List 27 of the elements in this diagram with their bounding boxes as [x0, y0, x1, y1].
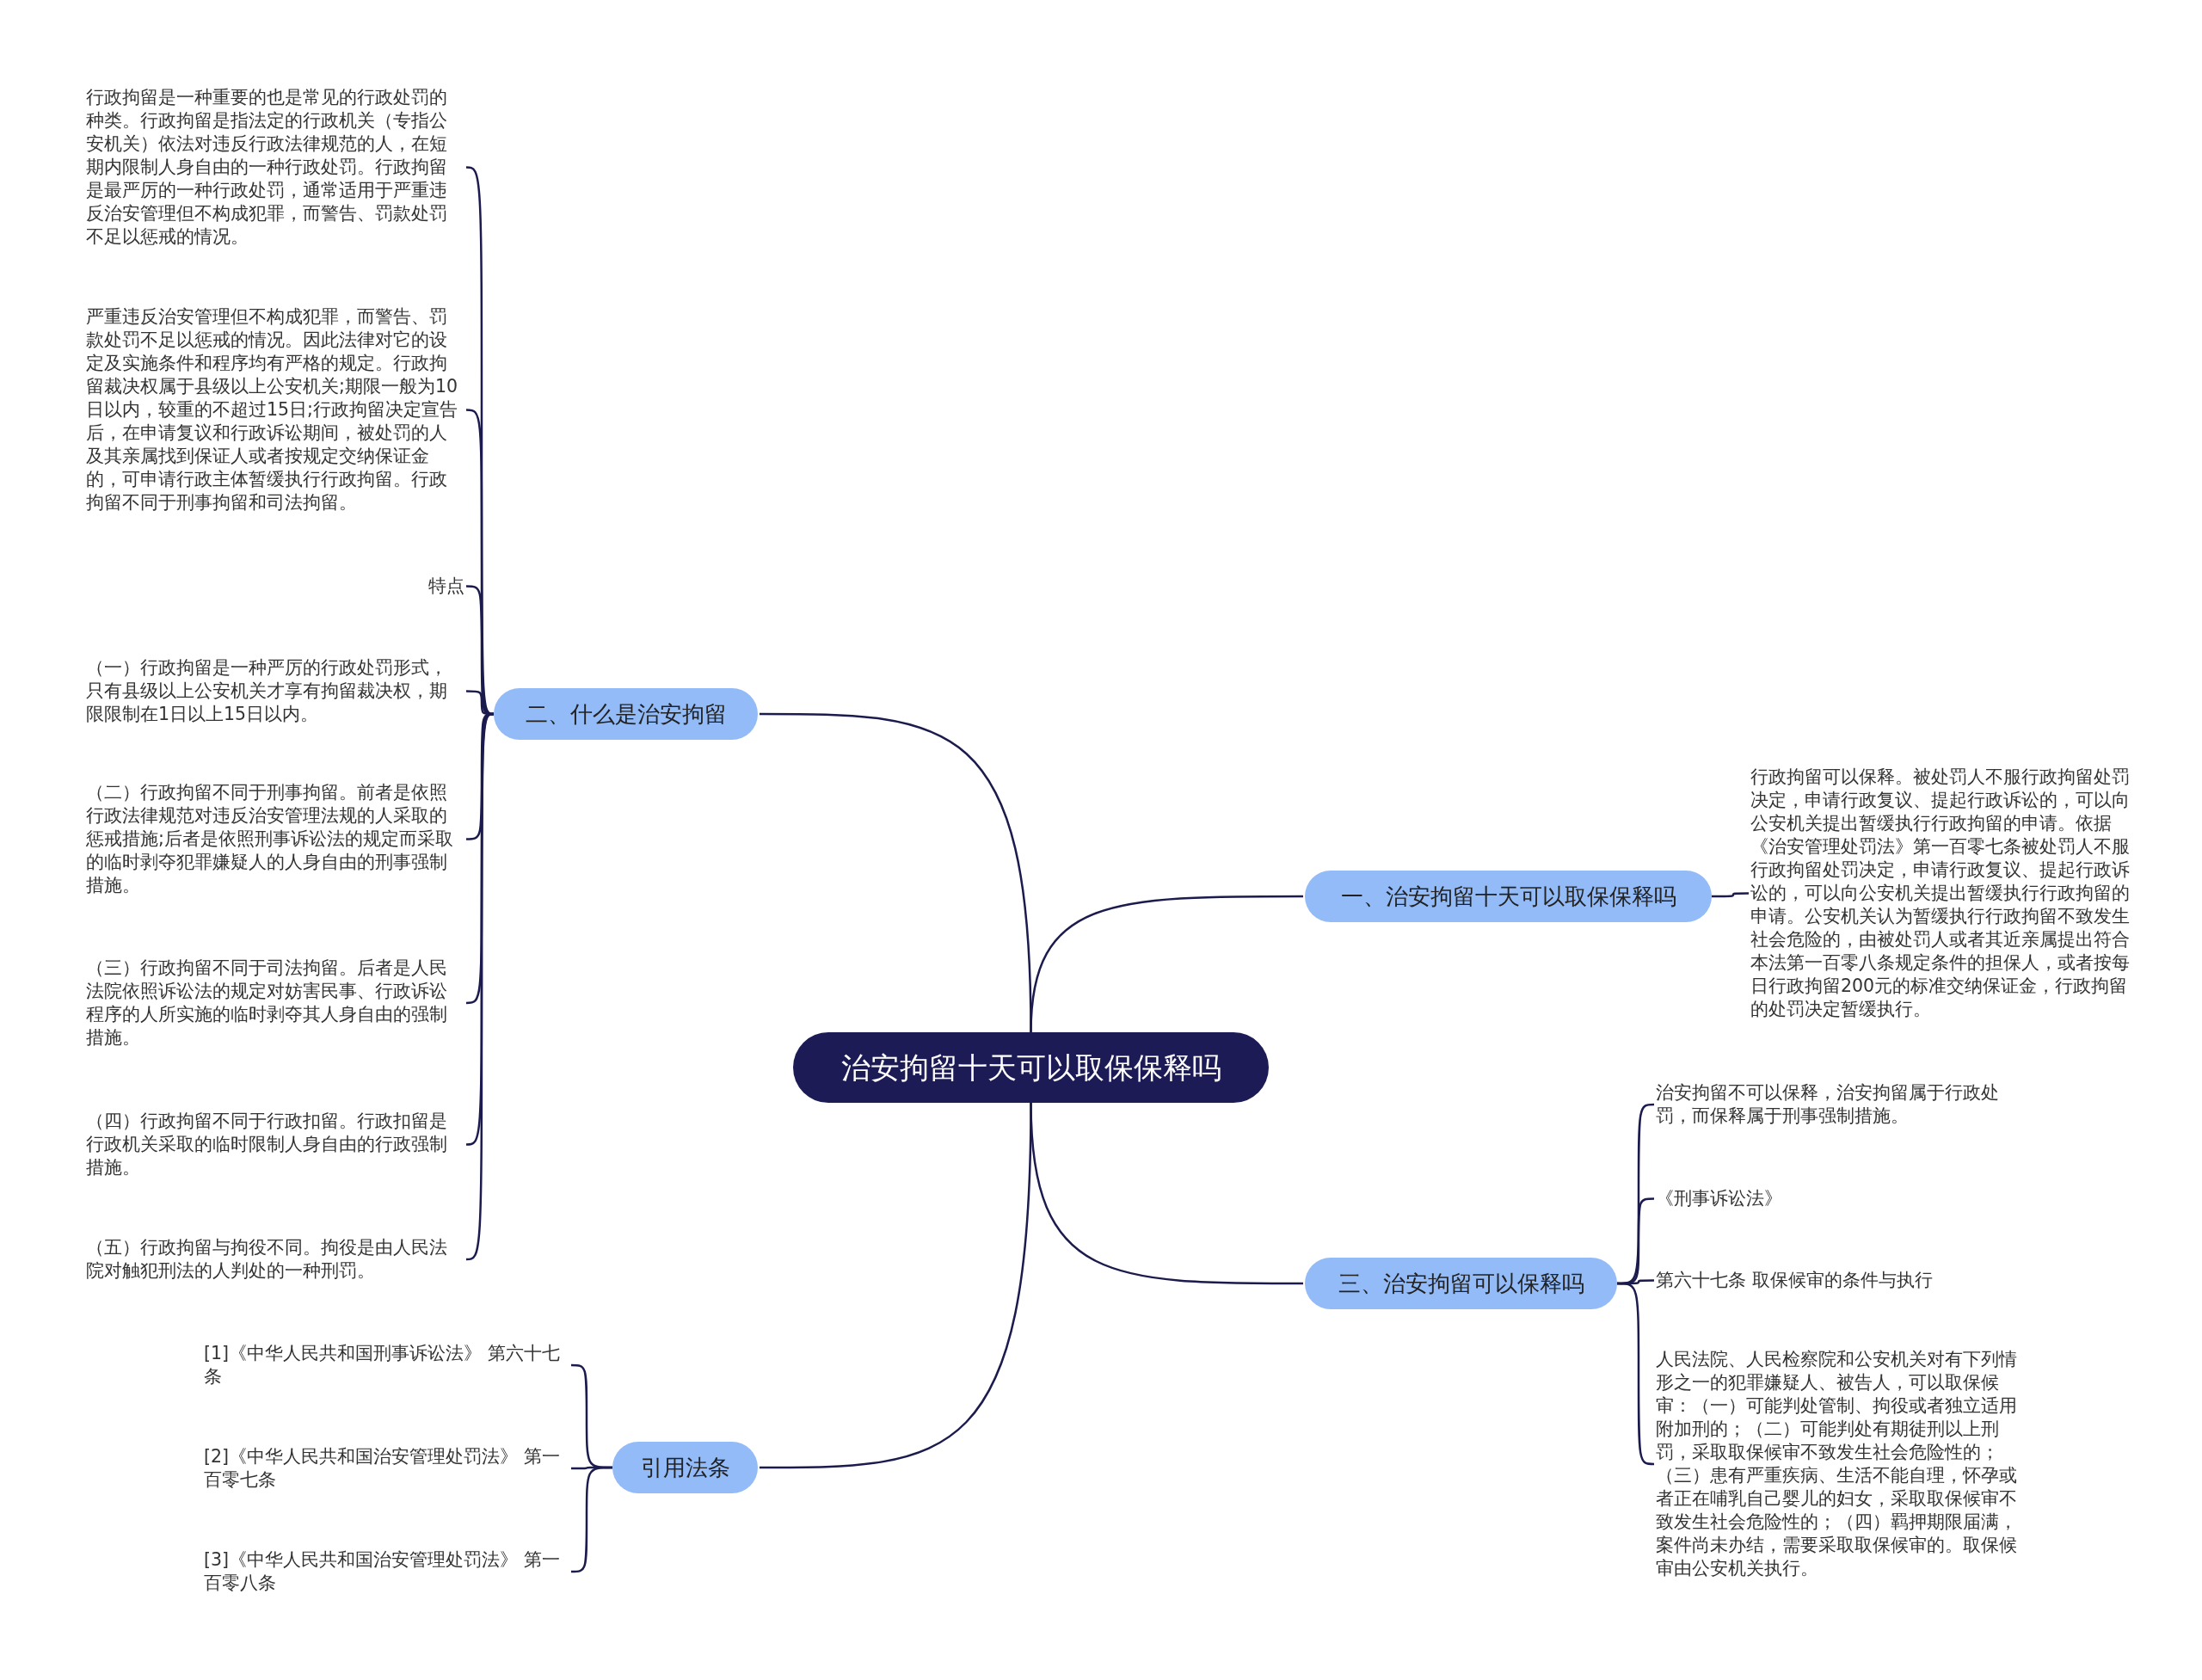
topic-pill: 三、治安拘留可以保释吗 [1305, 1258, 1617, 1309]
topic-pill: 引用法条 [612, 1442, 758, 1493]
subtopic-text: （一）行政拘留是一种严厉的行政处罚形式，只有县级以上公安机关才享有拘留裁决权，期限限制在1日以上15日以内。 [86, 656, 464, 726]
subtopic-text: 严重违反治安管理但不构成犯罪，而警告、罚款处罚不足以惩戒的情况。因此法律对它的设定及实施条件和程序均有严格的规定。行政拘留裁决权属于县级以上公安机关;期限一般为10日以内，较重的不超过15日;行政拘留决定宣告后，在申请复议和行政诉讼期间，被处罚的人及其亲属找到保证人或者按规定交纳保证金的，可申请行政主体暂缓执行行政拘留。行政拘留不同于刑事拘留和司法拘留。 [86, 305, 464, 514]
subtopic-text: 行政拘留是一种重要的也是常见的行政处罚的种类。行政拘留是指法定的行政机关（专指公安机关）依法对违反行政法律规范的人，在短期内限制人身自由的一种行政处罚。行政拘留是最严厉的一种行政处罚，通常适用于严重违反治安管理但不构成犯罪，而警告、罚款处罚不足以惩戒的情况。 [86, 86, 464, 249]
connector-line [760, 1102, 1032, 1469]
connector-line [465, 712, 495, 1261]
central-topic: 治安拘留十天可以取保保释吗 [793, 1032, 1269, 1103]
subtopic-text: 人民法院、人民检察院和公安机关对有下列情形之一的犯罪嫌疑人、被告人，可以取保候审：（一）可能判处管制、拘役或者独立适用附加刑的；（二）可能判处有期徒刑以上刑罚，采取取保候审不致发生社会危险性的；（三）患有严重疾病、生活不能自理，怀孕或者正在哺乳自己婴儿的妇女，采取取保候审不致发生社会危险性的；（四）羁押期限届满，案件尚未办结，需要采取取保候审的。取保候审由公安机关执行。 [1656, 1348, 2034, 1580]
connector-line [760, 712, 1032, 1033]
subtopic-text: 特点 [86, 575, 464, 598]
subtopic-text: [3]《中华人民共和国治安管理处罚法》 第一百零八条 [204, 1548, 569, 1595]
subtopic-text: [2]《中华人民共和国治安管理处罚法》 第一百零七条 [204, 1445, 569, 1492]
subtopic-text: [1]《中华人民共和国刑事诉讼法》 第六十七条 [204, 1342, 569, 1388]
connector-line [1617, 1282, 1654, 1466]
connector-line [571, 1466, 612, 1573]
subtopic-text: （三）行政拘留不同于司法拘留。后者是人民法院依照诉讼法的规定对妨害民事、行政诉讼程序的人所实施的临时剥夺其人身自由的强制措施。 [86, 957, 464, 1049]
subtopic-text: 治安拘留不可以保释，治安拘留属于行政处罚，而保释属于刑事强制措施。 [1656, 1081, 2034, 1128]
connector-line [1712, 892, 1749, 898]
subtopic-text: 第六十七条 取保候审的条件与执行 [1656, 1269, 2034, 1292]
topic-pill: 一、治安拘留十天可以取保保释吗 [1305, 871, 1712, 922]
subtopic-text: （二）行政拘留不同于刑事拘留。前者是依照行政法律规范对违反治安管理法规的人采取的惩戒措施;后者是依照刑事诉讼法的规定而采取的临时剥夺犯罪嫌疑人的人身自由的刑事强制措施。 [86, 781, 464, 897]
topic-pill: 二、什么是治安拘留 [494, 688, 758, 740]
subtopic-text: （五）行政拘留与拘役不同。拘役是由人民法院对触犯刑法的人判处的一种刑罚。 [86, 1236, 464, 1283]
subtopic-text: （四）行政拘留不同于行政扣留。行政扣留是行政机关采取的临时限制人身自由的行政强制措施。 [86, 1110, 464, 1179]
subtopic-text: 《刑事诉讼法》 [1656, 1187, 2034, 1210]
subtopic-text: 行政拘留可以保释。被处罚人不服行政拘留处罚决定，申请行政复议、提起行政诉讼的，可以向公安机关提出暂缓执行行政拘留的申请。依据《治安管理处罚法》第一百零七条被处罚人不服行政拘留处罚决定，申请行政复议、提起行政诉讼的，可以向公安机关提出暂缓执行行政拘留的申请。公安机关认为暂缓执行行政拘留不致发生社会危险的，由被处罚人或者其近亲属提出符合本法第一百零八条规定条件的担保人，或者按每日行政拘留200元的标准交纳保证金，行政拘留的处罚决定暂缓执行。 [1750, 766, 2137, 1021]
